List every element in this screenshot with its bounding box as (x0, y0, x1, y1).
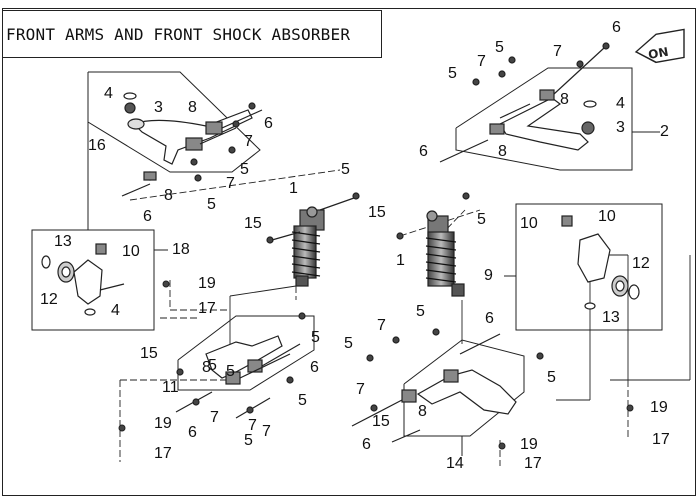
callout-8: 8 (202, 359, 211, 376)
callout-4: 4 (104, 85, 113, 102)
callout-15: 15 (368, 204, 386, 221)
callout-7: 7 (262, 423, 271, 440)
callout-8: 8 (418, 403, 427, 420)
callout-5: 5 (298, 392, 307, 409)
callout-5: 5 (341, 161, 350, 178)
callout-5: 5 (207, 196, 216, 213)
callout-5: 5 (477, 211, 486, 228)
callout-12: 12 (632, 255, 650, 272)
right-shock-absorber (396, 192, 470, 297)
callout-10: 10 (598, 208, 616, 225)
callout-16: 16 (88, 137, 106, 154)
diagram-frame (2, 8, 696, 496)
callout-5: 5 (448, 65, 457, 82)
callout-9: 9 (484, 267, 493, 284)
callout-17: 17 (198, 300, 216, 317)
callout-2: 2 (660, 123, 669, 140)
callout-15: 15 (372, 413, 390, 430)
callout-5: 5 (311, 329, 320, 346)
upper-left-a-arm (121, 92, 263, 197)
callout-6: 6 (485, 310, 494, 327)
callout-6: 6 (143, 208, 152, 225)
callout-8: 8 (560, 91, 569, 108)
title-box (2, 10, 382, 58)
callout-7: 7 (210, 409, 219, 426)
callout-7: 7 (356, 381, 365, 398)
callout-5: 5 (495, 39, 504, 56)
callout-13: 13 (54, 233, 72, 250)
callout-8: 8 (498, 143, 507, 160)
callout-15: 15 (140, 345, 158, 362)
callout-8: 8 (188, 99, 197, 116)
callout-7: 7 (553, 43, 562, 60)
callout-17: 17 (524, 455, 542, 472)
right-steering-knuckle (561, 215, 640, 310)
callout-15: 15 (244, 215, 262, 232)
callout-17: 17 (154, 445, 172, 462)
callout-6: 6 (362, 436, 371, 453)
callout-7: 7 (244, 133, 253, 150)
callout-5: 5 (416, 303, 425, 320)
callout-17: 17 (652, 431, 670, 448)
on-arrow-icon: ON (634, 28, 685, 64)
callout-6: 6 (264, 115, 273, 132)
callout-1: 1 (289, 180, 298, 197)
callout-7: 7 (248, 417, 257, 434)
callout-10: 10 (122, 243, 140, 260)
cotter-pins (118, 280, 634, 450)
on-arrow-label: ON (647, 45, 669, 62)
callout-19: 19 (198, 275, 216, 292)
diagram-title: FRONT ARMS AND FRONT SHOCK ABSORBER (6, 25, 351, 44)
left-steering-knuckle (41, 243, 125, 316)
callout-3: 3 (616, 119, 625, 136)
left-shock-absorber (266, 192, 360, 287)
callout-5: 5 (240, 161, 249, 178)
upper-right-a-arm (439, 42, 610, 163)
callout-7: 7 (477, 53, 486, 70)
callout-12: 12 (40, 291, 58, 308)
callout-4: 4 (616, 95, 625, 112)
callout-6: 6 (310, 359, 319, 376)
callout-18: 18 (172, 241, 190, 258)
callout-4: 4 (111, 302, 120, 319)
callout-7: 7 (226, 175, 235, 192)
lower-left-a-arm (175, 312, 306, 419)
lower-right-a-arm (351, 328, 544, 443)
callout-5: 5 (244, 432, 253, 449)
callout-14: 14 (446, 455, 464, 472)
callout-11: 11 (162, 379, 179, 396)
callout-19: 19 (154, 415, 172, 432)
callout-5: 5 (344, 335, 353, 352)
callout-5: 5 (208, 357, 217, 374)
callout-3: 3 (154, 99, 163, 116)
callout-8: 8 (164, 187, 173, 204)
callout-7: 7 (377, 317, 386, 334)
callout-1: 1 (396, 252, 405, 269)
callout-13: 13 (602, 309, 620, 326)
callout-19: 19 (520, 436, 538, 453)
callout-5: 5 (226, 363, 235, 380)
callout-5: 5 (547, 369, 556, 386)
callout-6: 6 (419, 143, 428, 160)
callout-6: 6 (188, 424, 197, 441)
callout-10: 10 (520, 215, 538, 232)
group-outlines (31, 67, 663, 456)
callout-6: 6 (612, 19, 621, 36)
callout-19: 19 (650, 399, 668, 416)
